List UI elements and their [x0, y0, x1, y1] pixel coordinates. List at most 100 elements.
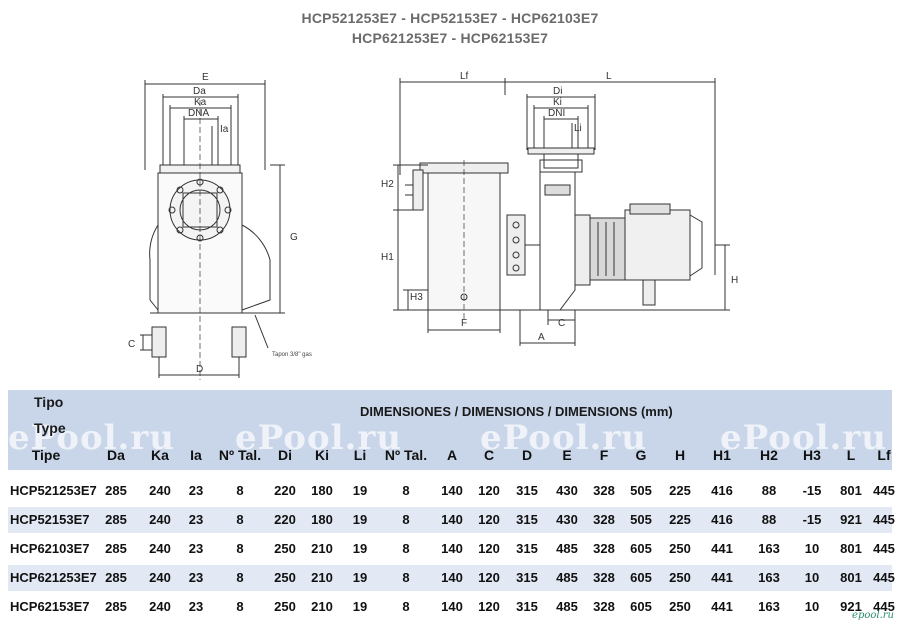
title-line-2: HCP621253E7 - HCP62153E7: [351, 30, 549, 46]
table-cell: 605: [630, 541, 652, 556]
table-cell: 88: [761, 483, 777, 498]
table-cell: 88: [761, 512, 777, 527]
table-cell: 505: [630, 512, 652, 527]
label-Ka: Ka: [194, 97, 207, 108]
table-cell: 416: [711, 512, 733, 527]
table-cell: 23: [188, 512, 204, 527]
table-cell: 210: [311, 541, 333, 556]
table-cell: 23: [188, 483, 204, 498]
table-cell: 140: [441, 512, 463, 527]
table-cell: 285: [105, 541, 127, 556]
label-G: G: [290, 232, 298, 243]
table-cell: 250: [274, 570, 296, 585]
table-cell: 416: [711, 483, 733, 498]
label-H2: H2: [381, 179, 394, 190]
table-cell: 328: [593, 570, 615, 585]
table-cell: 8: [402, 512, 410, 527]
table-cell: 240: [149, 512, 171, 527]
pump-technical-drawing: E Da Ka DNA Ia G C D Tapon 3/8" gas Lf L…: [128, 71, 738, 380]
table-cell: 8: [236, 570, 244, 585]
table-cell: 225: [669, 512, 691, 527]
watermark: ePool.ru: [480, 418, 648, 458]
table-cell: 163: [758, 541, 780, 556]
model-cell: HCP521253E7: [10, 483, 97, 498]
table-cell: 285: [105, 512, 127, 527]
column-header: Lf: [877, 447, 891, 463]
table-cell: 505: [630, 483, 652, 498]
table-cell: 240: [149, 570, 171, 585]
table-cell: 19: [352, 570, 368, 585]
table-cell: 163: [758, 570, 780, 585]
label-Di: Di: [553, 86, 562, 97]
table-cell: 140: [441, 599, 463, 614]
label-Da: Da: [193, 86, 206, 97]
table-cell: 8: [402, 483, 410, 498]
table-cell: 10: [804, 541, 820, 556]
label-H1: H1: [381, 252, 394, 263]
column-header: Ki: [315, 447, 329, 463]
model-cell: HCP52153E7: [10, 512, 90, 527]
table-cell: 328: [593, 512, 615, 527]
column-header: Di: [278, 447, 292, 463]
table-cell: 921: [840, 599, 862, 614]
table-cell: 315: [516, 483, 538, 498]
table-cell: 210: [311, 599, 333, 614]
label-H: H: [731, 275, 738, 286]
table-cell: 120: [478, 599, 500, 614]
table-cell: 120: [478, 570, 500, 585]
table-cell: 285: [105, 599, 127, 614]
column-header: D: [521, 447, 533, 463]
label-Lf: Lf: [460, 71, 469, 82]
label-Ki: Ki: [553, 97, 562, 108]
header-tipo: Tipo: [34, 394, 64, 410]
column-header: Ia: [190, 447, 202, 463]
table-cell: -15: [802, 483, 822, 498]
table-cell: 250: [274, 541, 296, 556]
table-cell: 801: [840, 570, 862, 585]
table-cell: 605: [630, 570, 652, 585]
table-cell: 220: [274, 483, 296, 498]
model-cell: HCP62153E7: [10, 599, 90, 614]
column-header: H: [674, 447, 686, 463]
table-cell: 19: [352, 541, 368, 556]
corner-logo: epool.ru: [852, 610, 894, 621]
table-cell: 163: [758, 599, 780, 614]
table-cell: 19: [352, 599, 368, 614]
table-cell: 180: [311, 483, 333, 498]
table-cell: 441: [711, 570, 733, 585]
table-cell: 140: [441, 483, 463, 498]
table-cell: 10: [804, 570, 820, 585]
table-cell: 285: [105, 483, 127, 498]
table-cell: 8: [236, 541, 244, 556]
table-cell: 445: [873, 541, 895, 556]
table-cell: 801: [840, 541, 862, 556]
table-cell: 250: [669, 599, 691, 614]
label-C-right: C: [558, 318, 565, 329]
table-cell: 8: [236, 483, 244, 498]
table-cell: 240: [149, 483, 171, 498]
column-header: H2: [760, 447, 778, 463]
table-cell: 8: [402, 570, 410, 585]
model-cell: HCP621253E7: [10, 570, 97, 585]
title-line-1: HCP521253E7 - HCP52153E7 - HCP62103E7: [301, 10, 599, 26]
table-cell: 315: [516, 599, 538, 614]
label-L: L: [606, 71, 612, 82]
table-cell: 23: [188, 541, 204, 556]
column-header: E: [562, 447, 572, 463]
table-cell: 19: [352, 512, 368, 527]
label-E: E: [202, 72, 209, 83]
table-cell: 315: [516, 570, 538, 585]
column-header: Ka: [151, 447, 169, 463]
table-cell: 801: [840, 483, 862, 498]
column-header: C: [483, 447, 495, 463]
table-cell: 240: [149, 541, 171, 556]
column-header: Li: [353, 447, 367, 463]
table-cell: 441: [711, 599, 733, 614]
label-H3: H3: [410, 292, 423, 303]
table-cell: 225: [669, 483, 691, 498]
table-cell: 10: [804, 599, 820, 614]
table-cell: 315: [516, 541, 538, 556]
